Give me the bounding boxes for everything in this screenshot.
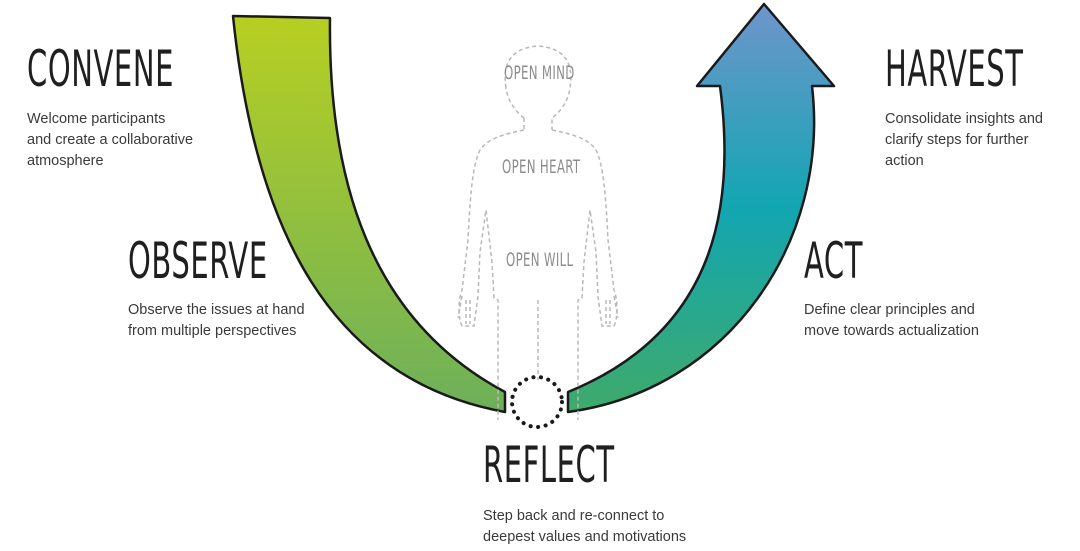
- harvest-title: HARVEST: [885, 40, 1024, 98]
- harvest-description-line: clarify steps for further: [885, 132, 1029, 148]
- harvest-description-line: action: [885, 153, 924, 169]
- reflect-description-line: Step back and re-connect to: [483, 508, 665, 524]
- harvest-description: Consolidate insights and clarify steps f…: [885, 109, 1043, 172]
- observe-title: OBSERVE: [128, 232, 268, 290]
- convene-title: CONVENE: [27, 40, 175, 98]
- left-descending-band: [231, 14, 507, 414]
- act-description-line: move towards actualization: [804, 323, 979, 339]
- open-mind-label: OPEN MIND: [504, 62, 575, 84]
- reflect-title: REFLECT: [483, 436, 615, 494]
- right-ascending-arrow: [566, 2, 836, 414]
- harvest-description-line: Consolidate insights and: [885, 111, 1043, 127]
- open-heart-label: OPEN HEART: [502, 156, 581, 178]
- human-figure-outline: [457, 45, 619, 420]
- open-will-label: OPEN WILL: [506, 249, 574, 271]
- convene-description-line: and create a collaborative: [27, 132, 194, 148]
- observe-description-line: from multiple perspectives: [128, 323, 297, 339]
- reflect-description: Step back and re-connect to deepest valu…: [483, 506, 686, 548]
- convene-description-line: atmosphere: [27, 153, 104, 169]
- convene-description: Welcome participants and create a collab…: [27, 109, 193, 172]
- convene-description-line: Welcome participants: [27, 111, 166, 127]
- reflect-description-line: deepest values and motivations: [483, 529, 687, 545]
- act-title: ACT: [804, 232, 864, 290]
- act-description: Define clear principles and move towards…: [804, 300, 979, 342]
- reflect-dotted-circle: [510, 375, 564, 429]
- observe-description-line: Observe the issues at hand: [128, 302, 305, 318]
- observe-description: Observe the issues at hand from multiple…: [128, 300, 305, 342]
- act-description-line: Define clear principles and: [804, 302, 975, 318]
